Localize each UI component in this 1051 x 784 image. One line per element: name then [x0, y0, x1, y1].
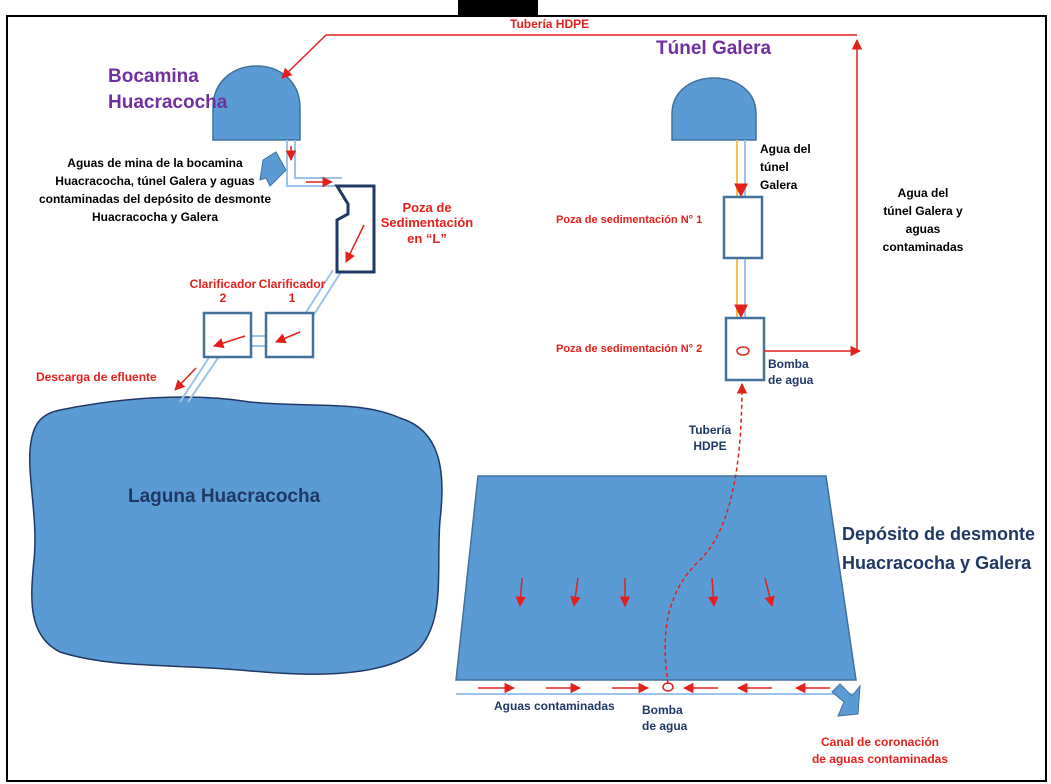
label-agua-tunel-contaminadas: Agua del túnel Galera y aguas contaminad…	[882, 186, 964, 254]
label-tunel-galera: Túnel Galera	[656, 38, 772, 59]
label-bomba-lower: Bomba de agua	[642, 703, 688, 733]
label-canal: Canal de coronación de aguas contaminada…	[811, 735, 949, 766]
bomba-lower-circle	[662, 682, 674, 692]
poza-1-box	[722, 195, 764, 260]
label-tuberia-mid: Tubería HDPE	[688, 423, 732, 453]
tuberia-hdpe-dashed	[664, 382, 748, 685]
bocamina-huacracocha-shape	[212, 65, 301, 141]
label-clarificador-1: Clarificador 1	[258, 277, 326, 306]
recirculation-line	[281, 34, 863, 357]
flow-arrows	[174, 146, 830, 694]
laguna-huacracocha-shape	[28, 396, 443, 675]
label-bocamina-line2: Huacracocha	[108, 92, 228, 113]
label-aguas-mina: Aguas de mina de la bocamina Huacracocha…	[38, 156, 272, 224]
label-agua-tunel: Agua del túnel Galera	[760, 142, 811, 192]
label-aguas-contaminadas: Aguas contaminadas	[494, 699, 615, 713]
label-tuberia-top: Tubería HDPE	[510, 17, 590, 31]
clarificador-2-box	[202, 311, 253, 359]
label-clarificador-2: Clarificador 2	[189, 277, 257, 306]
inflow-big-arrow-top	[259, 151, 287, 187]
bomba-upper-circle	[736, 346, 750, 356]
label-descarga: Descarga de efluente	[36, 370, 157, 384]
label-bomba-upper: Bomba de agua	[768, 357, 814, 387]
clarificador-1-box	[264, 311, 315, 359]
label-poza-2: Poza de sedimentación N° 2	[556, 343, 703, 355]
tunel-galera-shape	[671, 77, 757, 141]
poza-2-box	[724, 316, 766, 382]
diagram-frame	[6, 15, 1047, 782]
label-laguna: Laguna Huacracocha	[128, 486, 321, 507]
label-poza-1: Poza de sedimentación N° 1	[556, 214, 703, 226]
top-black-bar	[458, 0, 538, 16]
poza-l-shape	[334, 184, 376, 274]
label-poza-l: Poza de Sedimentación en “L”	[380, 200, 474, 246]
label-deposito: Depósito de desmonte Huacracocha y Galer…	[842, 524, 1036, 573]
label-bocamina-line1: Bocamina	[108, 66, 199, 87]
inflow-big-arrow-bottom	[831, 683, 861, 717]
deposito-shape	[455, 475, 857, 681]
